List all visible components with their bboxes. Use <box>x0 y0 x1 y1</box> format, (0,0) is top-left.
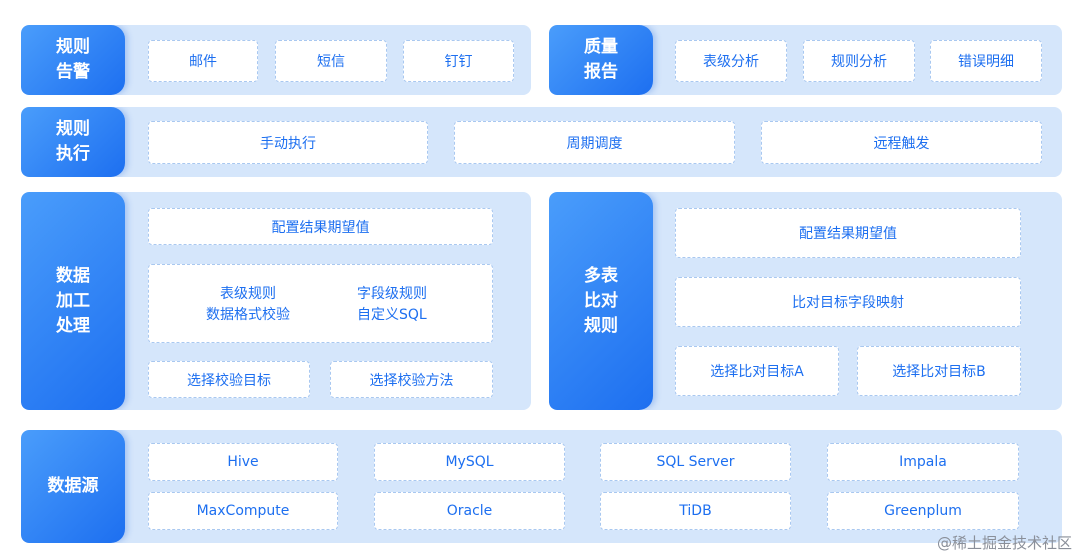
select-target-b-box: 选择比对目标B <box>857 346 1021 396</box>
remote-trigger-box: 远程触发 <box>761 121 1042 164</box>
custom-sql-label: 自定义SQL <box>357 307 427 323</box>
error-detail-box: 错误明细 <box>930 40 1042 82</box>
source-maxcompute: MaxCompute <box>148 492 338 530</box>
source-tidb: TiDB <box>600 492 791 530</box>
select-check-target-box: 选择校验目标 <box>148 361 310 398</box>
dp-expect-box: 配置结果期望值 <box>148 208 493 245</box>
source-oracle: Oracle <box>374 492 565 530</box>
rule-alert-panel: 规则 告警 邮件 短信 钉钉 <box>21 25 531 95</box>
data-source-title: 数据源 <box>21 430 125 543</box>
mt-expect-box: 配置结果期望值 <box>675 208 1021 258</box>
dingtalk-box: 钉钉 <box>403 40 514 82</box>
quality-report-panel: 质量 报告 表级分析 规则分析 错误明细 <box>549 25 1062 95</box>
source-impala: Impala <box>827 443 1019 481</box>
periodic-schedule-box: 周期调度 <box>454 121 735 164</box>
source-mysql: MySQL <box>374 443 565 481</box>
table-analysis-box: 表级分析 <box>675 40 787 82</box>
multi-table-title: 多表 比对 规则 <box>549 192 653 410</box>
sms-box: 短信 <box>275 40 387 82</box>
data-processing-title: 数据 加工 处理 <box>21 192 125 410</box>
data-source-panel: 数据源 Hive MySQL SQL Server Impala MaxComp… <box>21 430 1062 543</box>
watermark: @稀土掘金技术社区 <box>936 534 1072 552</box>
table-rule-label: 表级规则 <box>220 286 276 302</box>
dp-rules-box: 表级规则 字段级规则 数据格式校验 自定义SQL <box>148 264 493 343</box>
rule-analysis-box: 规则分析 <box>803 40 915 82</box>
field-rule-label: 字段级规则 <box>357 286 427 302</box>
email-box: 邮件 <box>148 40 258 82</box>
format-check-label: 数据格式校验 <box>206 307 290 323</box>
rule-execution-panel: 规则 执行 手动执行 周期调度 远程触发 <box>21 107 1062 177</box>
select-target-a-box: 选择比对目标A <box>675 346 839 396</box>
field-mapping-box: 比对目标字段映射 <box>675 277 1021 327</box>
source-greenplum: Greenplum <box>827 492 1019 530</box>
data-processing-panel: 数据 加工 处理 配置结果期望值 表级规则 字段级规则 数据格式校验 自定义SQ… <box>21 192 531 410</box>
rule-execution-title: 规则 执行 <box>21 107 125 177</box>
manual-exec-box: 手动执行 <box>148 121 428 164</box>
quality-report-title: 质量 报告 <box>549 25 653 95</box>
source-hive: Hive <box>148 443 338 481</box>
source-sqlserver: SQL Server <box>600 443 791 481</box>
rule-alert-title: 规则 告警 <box>21 25 125 95</box>
select-check-method-box: 选择校验方法 <box>330 361 493 398</box>
multi-table-panel: 多表 比对 规则 配置结果期望值 比对目标字段映射 选择比对目标A 选择比对目标… <box>549 192 1062 410</box>
